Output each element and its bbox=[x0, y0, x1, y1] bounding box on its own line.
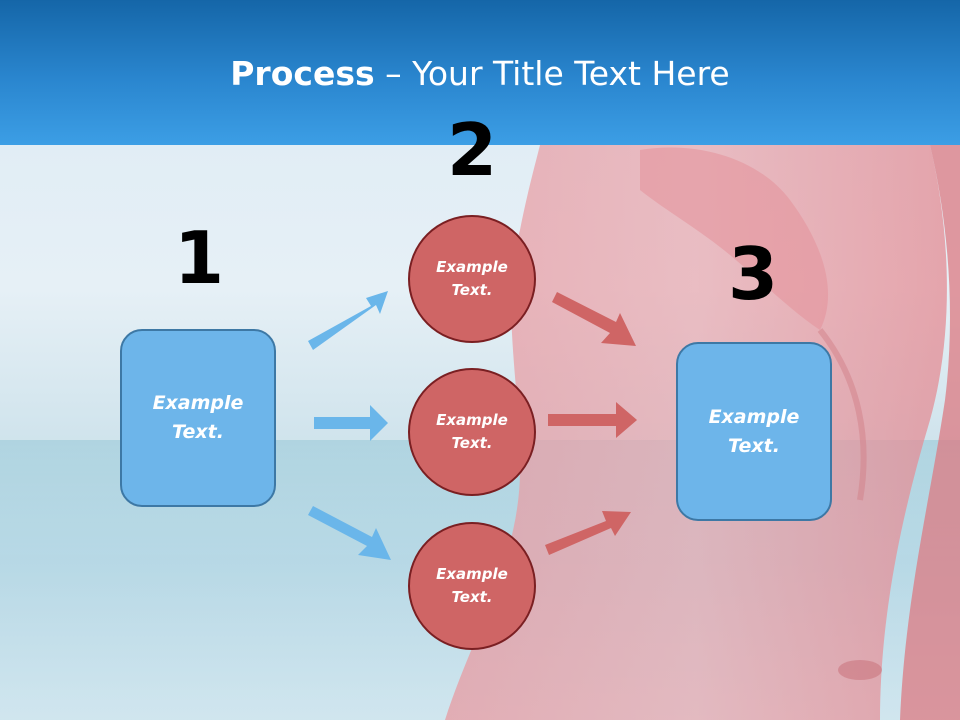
red-arrow-down bbox=[552, 292, 636, 346]
step-2-circle-top: Example Text. bbox=[408, 215, 536, 343]
title-regular-part: – Your Title Text Here bbox=[374, 54, 730, 93]
step-number-3: 3 bbox=[727, 232, 779, 316]
step-3-label: Example Text. bbox=[708, 405, 800, 457]
blue-arrow-up bbox=[308, 291, 388, 350]
title-bold-part: Process bbox=[230, 54, 375, 93]
step-3-box: Example Text. bbox=[676, 342, 832, 521]
blue-arrow-right bbox=[314, 405, 388, 441]
step-2-circle-middle: Example Text. bbox=[408, 368, 536, 496]
red-arrow-up bbox=[545, 511, 631, 555]
circle-label: Example Text. bbox=[436, 565, 508, 606]
blue-arrow-down bbox=[308, 506, 391, 560]
circle-label: Example Text. bbox=[436, 258, 508, 299]
step-number-1: 1 bbox=[173, 216, 225, 300]
slide-title: Process – Your Title Text Here bbox=[0, 54, 960, 94]
step-1-label: Example Text. bbox=[152, 392, 244, 443]
step-number-2: 2 bbox=[446, 108, 498, 192]
header-bar bbox=[0, 0, 960, 145]
circle-label: Example Text. bbox=[436, 411, 508, 452]
step-2-circle-bottom: Example Text. bbox=[408, 522, 536, 650]
red-arrow-right bbox=[548, 402, 637, 438]
step-1-box: Example Text. bbox=[120, 329, 276, 507]
